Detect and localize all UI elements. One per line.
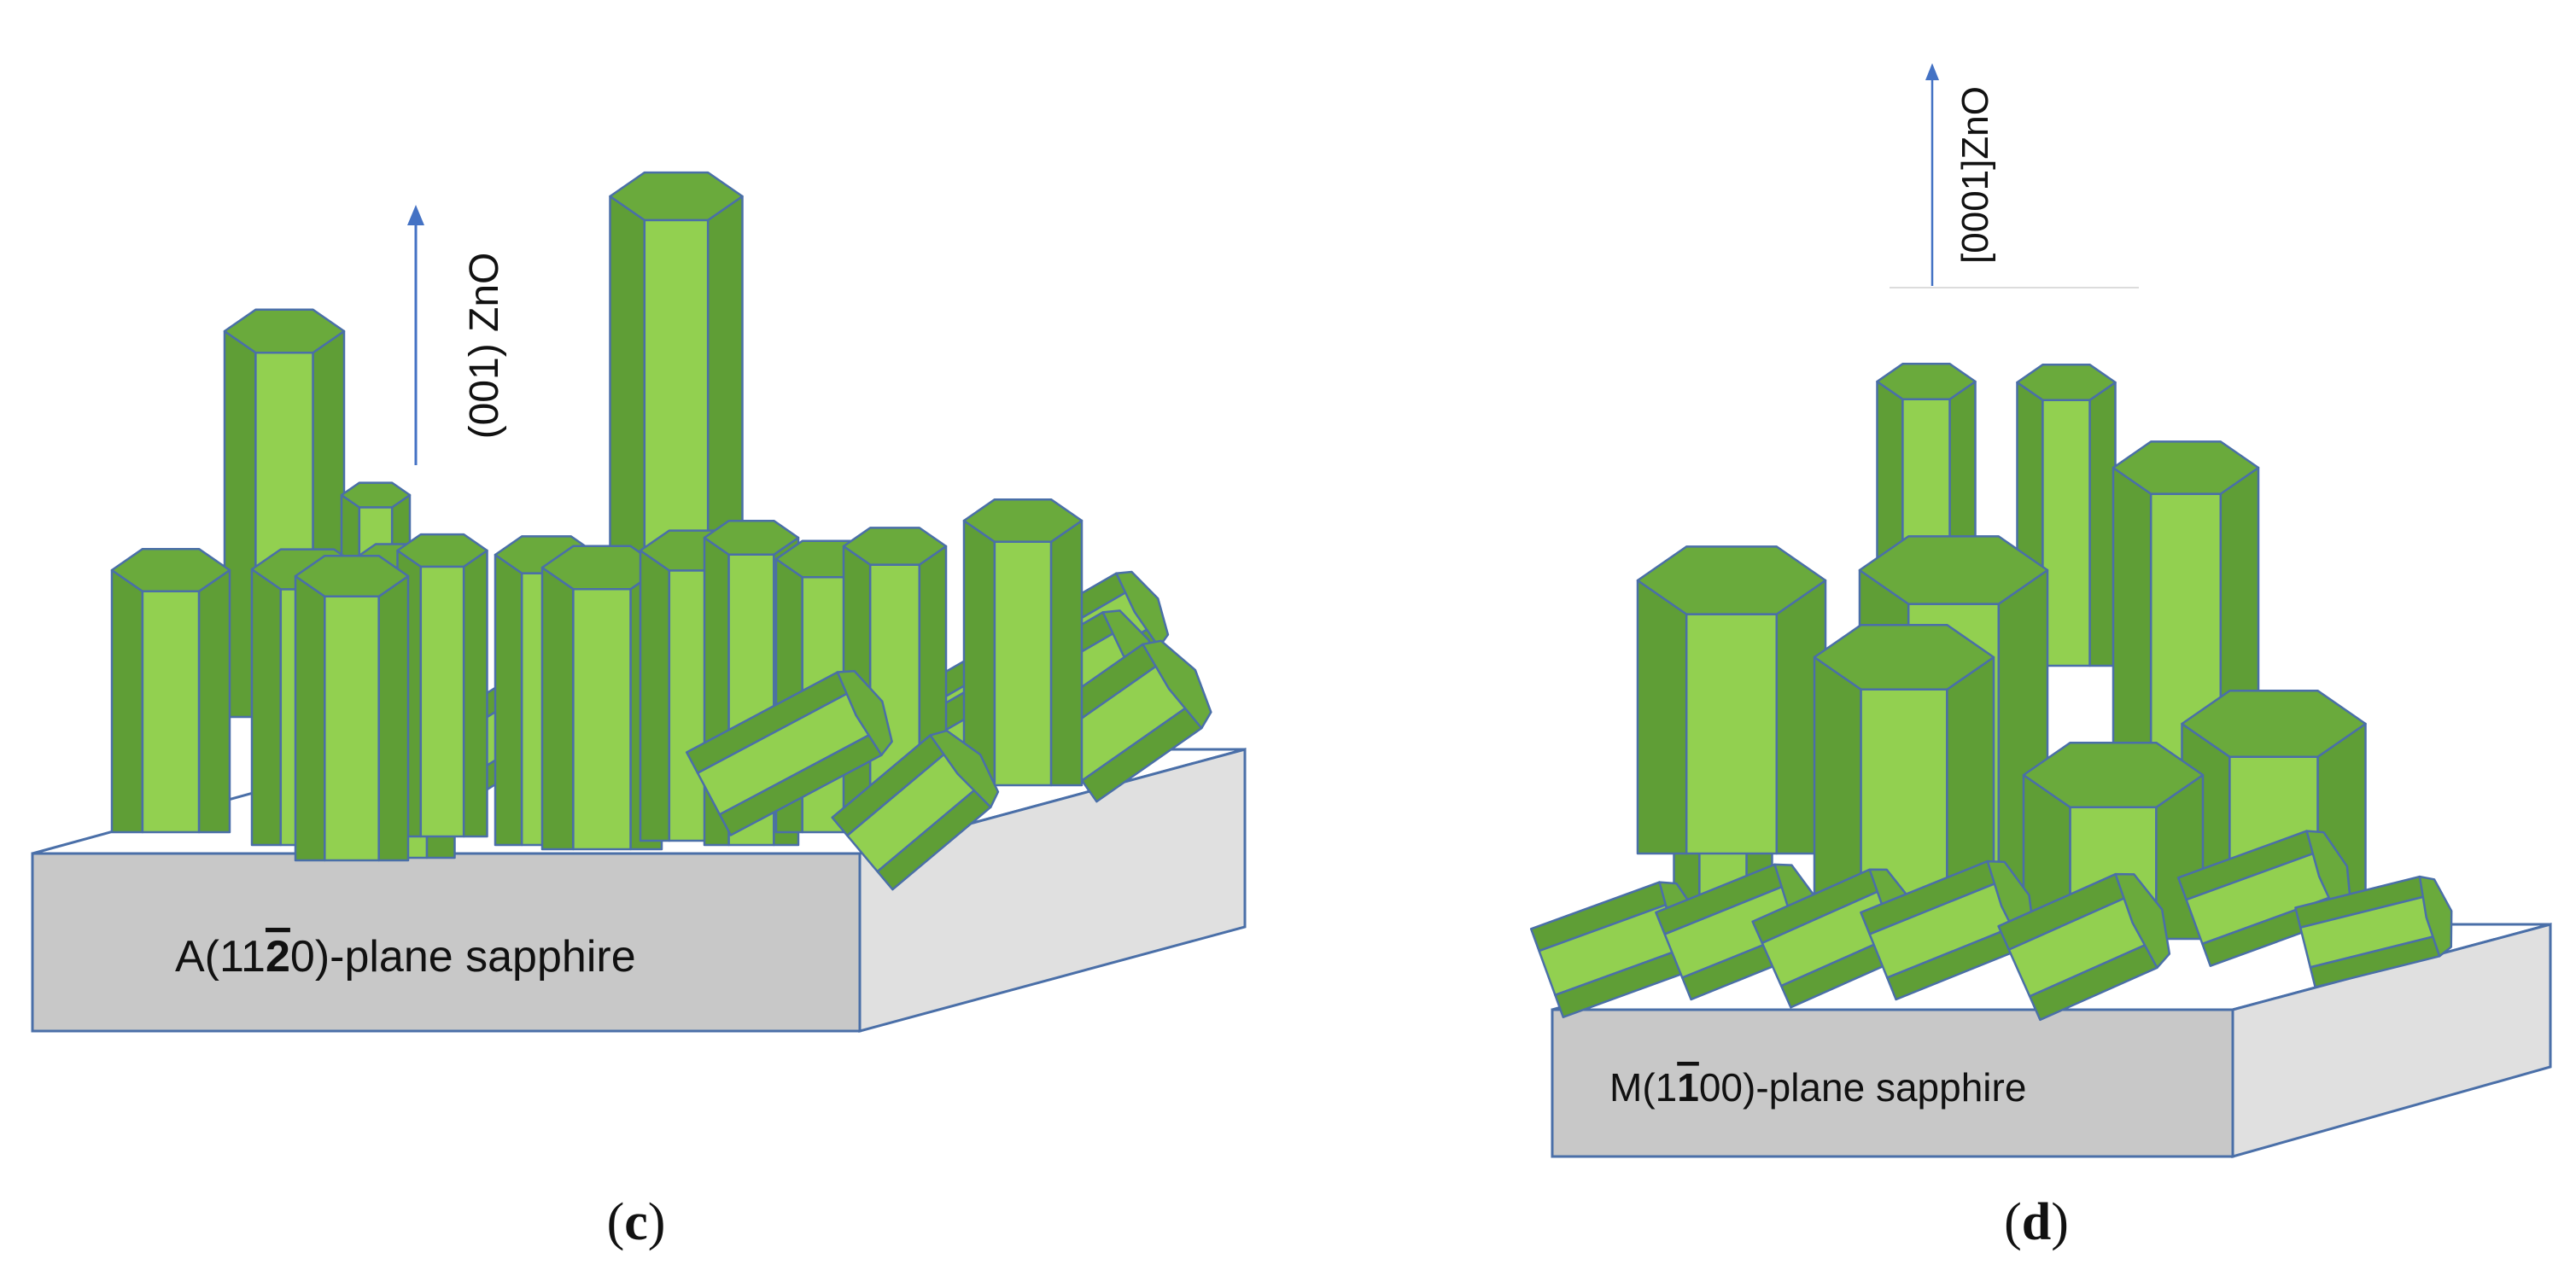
- rod-front-face: [1685, 613, 1779, 855]
- rod-left-face: [1636, 579, 1688, 855]
- rod-left-face: [250, 568, 283, 847]
- rod-left-face: [494, 553, 523, 847]
- substrate-front-face: [31, 852, 862, 1033]
- panel-caption-c: (c): [607, 1193, 666, 1251]
- substrate-front-face: [1551, 1008, 2234, 1158]
- rod-left-face: [110, 568, 144, 834]
- axis-arrow-head: [407, 205, 424, 225]
- rod-left-face: [294, 574, 326, 862]
- rod-top-cap: [110, 547, 231, 593]
- substrate-label-c: A(1120)-plane sapphire: [175, 932, 636, 982]
- rod-top-cap: [2022, 741, 2205, 809]
- axis-label-c: (001) ZnO: [462, 253, 507, 440]
- rod-front-face: [572, 587, 632, 851]
- rod-top-cap: [962, 498, 1084, 544]
- rod-end-cap: [929, 729, 1000, 808]
- vertical-nanorod: [396, 533, 488, 838]
- rod-right-face: [377, 574, 410, 862]
- nanorods-c: [110, 171, 1212, 891]
- panel-c: (001) ZnO A(1120)-plane sapphire (c): [31, 171, 1247, 1251]
- nanorods-d: [1529, 363, 2453, 1022]
- rod-top-cap: [340, 481, 412, 509]
- rod-end-cap: [2418, 875, 2453, 958]
- rod-right-face: [197, 568, 231, 834]
- panel-caption-d: (d): [2004, 1193, 2069, 1251]
- rod-top-cap: [396, 533, 488, 568]
- rod-right-face: [1049, 519, 1084, 787]
- rod-top-cap: [1858, 535, 2049, 605]
- rod-end-cap: [836, 669, 893, 756]
- rod-left-face: [1813, 655, 1862, 906]
- substrate-label-d: M(1100)-plane sapphire: [1609, 1065, 2026, 1110]
- axis-arrow-head: [1925, 63, 1939, 80]
- rod-top-cap: [1636, 545, 1827, 615]
- tilted-nanorod: [1997, 872, 2171, 1022]
- rod-front-face: [419, 565, 465, 838]
- vertical-nanorod: [294, 554, 410, 862]
- rod-end-cap: [2114, 872, 2171, 970]
- rod-top-cap: [2016, 364, 2117, 401]
- rod-top-cap: [1813, 623, 1995, 691]
- rod-top-cap: [703, 519, 800, 556]
- rod-front-face: [993, 540, 1053, 787]
- growth-axis-c: (001) ZnO: [407, 205, 507, 465]
- rod-top-cap: [294, 554, 410, 598]
- rod-right-face: [2088, 381, 2117, 667]
- tilted-nanorod: [831, 729, 1000, 891]
- rod-left-face: [540, 566, 575, 851]
- rod-front-face: [141, 590, 201, 834]
- vertical-nanorod: [962, 498, 1084, 787]
- rod-top-cap: [223, 308, 346, 354]
- rod-top-cap: [2112, 440, 2260, 495]
- rod-right-face: [462, 549, 488, 838]
- rod-end-cap: [1115, 570, 1170, 649]
- vertical-nanorod: [110, 547, 231, 834]
- axis-label-d: [0001]ZnO: [1954, 86, 1996, 264]
- tilted-nanorod: [2294, 875, 2453, 988]
- panel-d: [0001]ZnO M(1100)-plane sapphire (d): [1529, 63, 2552, 1251]
- rod-left-face: [639, 549, 671, 842]
- rod-top-cap: [842, 527, 948, 566]
- rod-top-cap: [1876, 363, 1977, 400]
- rod-top-cap: [609, 171, 744, 222]
- vertical-nanorod: [1636, 545, 1827, 855]
- growth-axis-d: [0001]ZnO: [1890, 63, 2139, 288]
- rod-end-cap: [1142, 639, 1212, 730]
- tilted-nanorod: [685, 669, 893, 836]
- rod-top-cap: [2181, 690, 2367, 758]
- vertical-nanorod: [1813, 623, 1995, 906]
- rod-front-face: [2042, 399, 2091, 667]
- rod-front-face: [324, 595, 380, 862]
